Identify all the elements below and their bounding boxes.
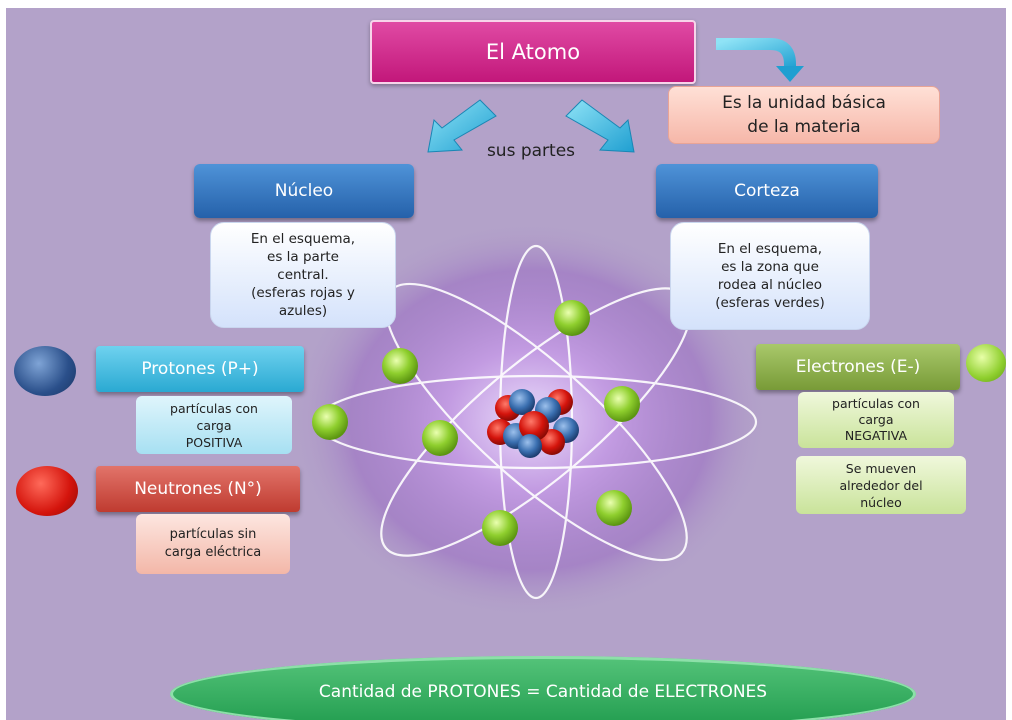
cortex-header: Corteza xyxy=(656,164,878,218)
parts-text: sus partes xyxy=(486,141,576,161)
definition-line: de la materia xyxy=(747,117,861,137)
nucleus-desc-line: (esferas rojas y xyxy=(251,285,355,301)
electrons-move-line: Se mueven xyxy=(845,460,917,476)
protons-desc-line: POSITIVA xyxy=(185,434,243,450)
neutrons-header: Neutrones (N°) xyxy=(96,466,300,512)
title-box: El Atomo xyxy=(370,20,696,84)
cortex-desc-line: rodea al núcleo xyxy=(717,277,823,293)
nucleus-desc-line: En el esquema, xyxy=(250,231,356,247)
red-sphere-icon xyxy=(16,466,78,516)
cortex-desc-line: (esferas verdes) xyxy=(715,295,825,311)
electrons-description: partículas con carga NEGATIVA xyxy=(798,392,954,448)
electrons-move-line: alrededor del xyxy=(839,477,923,493)
electrons-desc-line: partículas con xyxy=(832,396,920,411)
protons-desc-line: carga xyxy=(196,417,232,433)
protons-label: Protones (P+) xyxy=(141,359,259,379)
cortex-desc-line: es la zona que xyxy=(721,259,819,275)
electron xyxy=(422,420,458,456)
arrow-down-left-icon xyxy=(427,99,497,153)
nucleus-desc-line: central. xyxy=(277,267,329,283)
electron xyxy=(382,348,418,384)
nucleus-desc-line: azules) xyxy=(278,303,328,319)
electron xyxy=(596,490,632,526)
arrow-down-right-icon xyxy=(565,99,635,153)
nucleus-description: En el esquema, es la parte central. (esf… xyxy=(210,222,396,328)
nucleus xyxy=(487,389,579,458)
electron xyxy=(554,300,590,336)
green-sphere-icon xyxy=(966,344,1006,382)
protons-desc-line: partículas con xyxy=(170,400,258,416)
electron xyxy=(312,404,348,440)
formula-ellipse xyxy=(170,656,916,720)
parts-label: sus partes xyxy=(466,138,596,164)
blue-sphere-icon xyxy=(14,346,76,396)
electrons-movement: Se mueven alrededor del núcleo xyxy=(796,456,966,514)
nucleus-header: Núcleo xyxy=(194,164,414,218)
neutrons-desc-line: carga eléctrica xyxy=(164,545,262,560)
electron xyxy=(604,386,640,422)
electrons-move-line: núcleo xyxy=(860,494,902,510)
protons-description: partículas con carga POSITIVA xyxy=(136,396,292,454)
electrons-label: Electrones (E-) xyxy=(795,357,921,377)
arrow-curved-icon xyxy=(716,38,804,82)
neutrons-description: partículas sin carga eléctrica xyxy=(136,514,290,574)
cortex-description: En el esquema, es la zona que rodea al n… xyxy=(670,222,870,330)
definition-line: Es la unidad básica xyxy=(722,93,886,113)
formula-text: Cantidad de PROTONES = Cantidad de ELECT… xyxy=(318,682,768,702)
nucleus-label: Núcleo xyxy=(274,181,334,201)
cortex-desc-line: En el esquema, xyxy=(717,241,823,257)
nucleus-desc-line: es la parte xyxy=(267,249,339,265)
electrons xyxy=(312,300,640,546)
electrons-desc-line: NEGATIVA xyxy=(844,428,908,443)
protons-header: Protones (P+) xyxy=(96,346,304,392)
electrons-desc-line: carga xyxy=(858,412,894,427)
cortex-label: Corteza xyxy=(734,181,800,201)
neutrons-label: Neutrones (N°) xyxy=(134,479,262,499)
electron xyxy=(482,510,518,546)
electrons-header: Electrones (E-) xyxy=(756,344,960,390)
title-text: El Atomo xyxy=(485,40,581,64)
neutrons-desc-line: partículas sin xyxy=(169,527,257,542)
definition-box: Es la unidad básica de la materia xyxy=(668,86,940,144)
